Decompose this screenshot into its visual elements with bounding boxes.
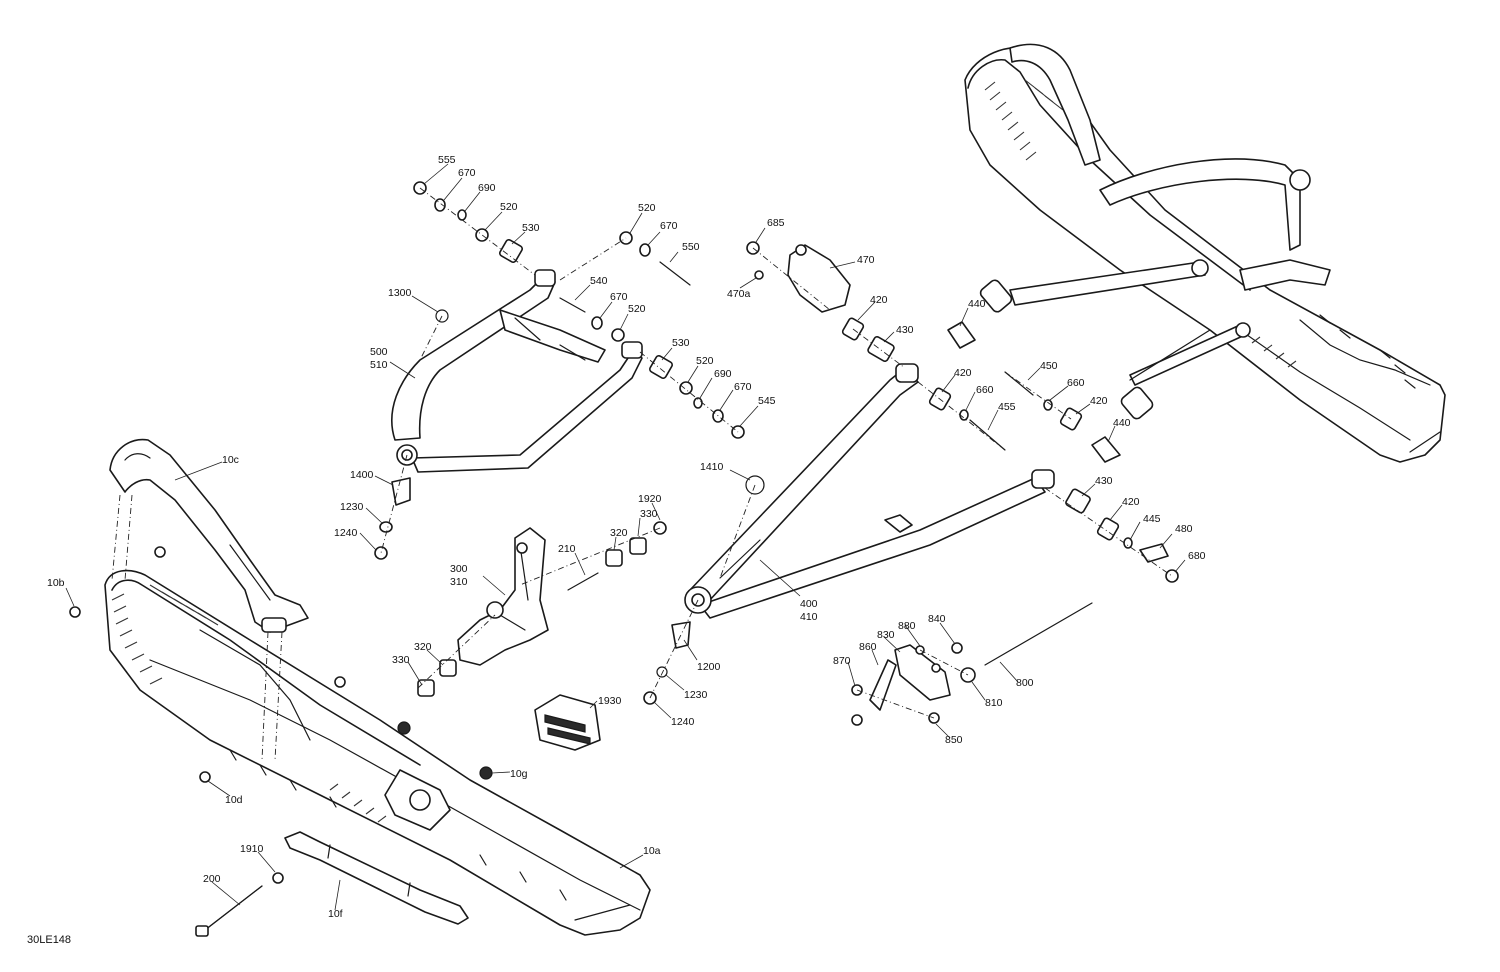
callout-1240: 1240	[334, 527, 358, 539]
callout-1910: 1910	[240, 843, 264, 855]
callout-500: 500	[370, 346, 388, 358]
callout-520: 520	[638, 202, 656, 214]
callout-1230: 1230	[340, 501, 364, 513]
assembly-lines	[111, 187, 1173, 761]
callout-200: 200	[203, 873, 221, 885]
callout-10d: 10d	[225, 794, 243, 806]
right-ski	[964, 43, 1446, 463]
callout-510: 510	[370, 359, 388, 371]
callout-520: 520	[500, 201, 518, 213]
callout-545: 545	[758, 395, 776, 407]
callout-670: 670	[734, 381, 752, 393]
callout-1230: 1230	[684, 689, 708, 701]
callout-690: 690	[478, 182, 496, 194]
callout-480: 480	[1175, 523, 1193, 535]
upper-a-arm	[391, 269, 643, 473]
washer-1910	[272, 872, 284, 884]
rod-800	[984, 602, 1093, 666]
leader-lines	[65, 163, 1186, 911]
callout-10a: 10a	[643, 845, 661, 857]
bumper-1930	[534, 694, 601, 751]
callout-550: 550	[682, 241, 700, 253]
callout-440: 440	[968, 298, 986, 310]
callout-420: 420	[1090, 395, 1108, 407]
callout-1300: 1300	[388, 287, 412, 299]
callout-430: 430	[1095, 475, 1113, 487]
callout-labels: 555 670 690 520 530 520 670 550 540 670 …	[27, 154, 1206, 946]
link-860	[869, 659, 897, 711]
callout-530: 530	[522, 222, 540, 234]
callout-450: 450	[1040, 360, 1058, 372]
callout-440: 440	[1113, 417, 1131, 429]
callout-1400: 1400	[350, 469, 374, 481]
runner-10f	[284, 831, 469, 925]
callout-10b: 10b	[47, 577, 65, 589]
diagram-code: 30LE148	[27, 934, 71, 946]
callout-10f: 10f	[328, 908, 343, 920]
callout-555: 555	[438, 154, 456, 166]
callout-330: 330	[640, 508, 658, 520]
callout-320: 320	[610, 527, 628, 539]
callout-520: 520	[628, 303, 646, 315]
callout-1240: 1240	[671, 716, 695, 728]
callout-660: 660	[976, 384, 994, 396]
callout-300: 300	[450, 563, 468, 575]
callout-310: 310	[450, 576, 468, 588]
callout-520: 520	[696, 355, 714, 367]
callout-540: 540	[590, 275, 608, 287]
spindle-300	[457, 527, 549, 666]
callout-330: 330	[392, 654, 410, 666]
bracket-830	[894, 644, 951, 701]
callout-470a: 470a	[727, 288, 751, 300]
callout-455: 455	[998, 401, 1016, 413]
callout-830: 830	[877, 629, 895, 641]
callout-1200: 1200	[697, 661, 721, 673]
callout-470: 470	[857, 254, 875, 266]
callout-680: 680	[1188, 550, 1206, 562]
callout-420: 420	[870, 294, 888, 306]
callout-690: 690	[714, 368, 732, 380]
callout-1920: 1920	[638, 493, 662, 505]
callout-530: 530	[672, 337, 690, 349]
callout-1930: 1930	[598, 695, 622, 707]
callout-10c: 10c	[222, 454, 239, 466]
callout-870: 870	[833, 655, 851, 667]
callout-410: 410	[800, 611, 818, 623]
callout-420: 420	[954, 367, 972, 379]
callout-320: 320	[414, 641, 432, 653]
callout-1410: 1410	[700, 461, 724, 473]
callout-685: 685	[767, 217, 785, 229]
callout-810: 810	[985, 697, 1003, 709]
callout-430: 430	[896, 324, 914, 336]
callout-670: 670	[458, 167, 476, 179]
callout-840: 840	[928, 613, 946, 625]
callout-670: 670	[660, 220, 678, 232]
callout-860: 860	[859, 641, 877, 653]
bracket-470	[787, 244, 851, 313]
callout-420: 420	[1122, 496, 1140, 508]
callout-800: 800	[1016, 677, 1034, 689]
callout-660: 660	[1067, 377, 1085, 389]
callout-445: 445	[1143, 513, 1161, 525]
callout-880: 880	[898, 620, 916, 632]
bolt-200	[195, 885, 263, 937]
callout-850: 850	[945, 734, 963, 746]
callout-10g: 10g	[510, 768, 528, 780]
callout-210: 210	[558, 543, 576, 555]
callout-670: 670	[610, 291, 628, 303]
callout-400: 400	[800, 598, 818, 610]
